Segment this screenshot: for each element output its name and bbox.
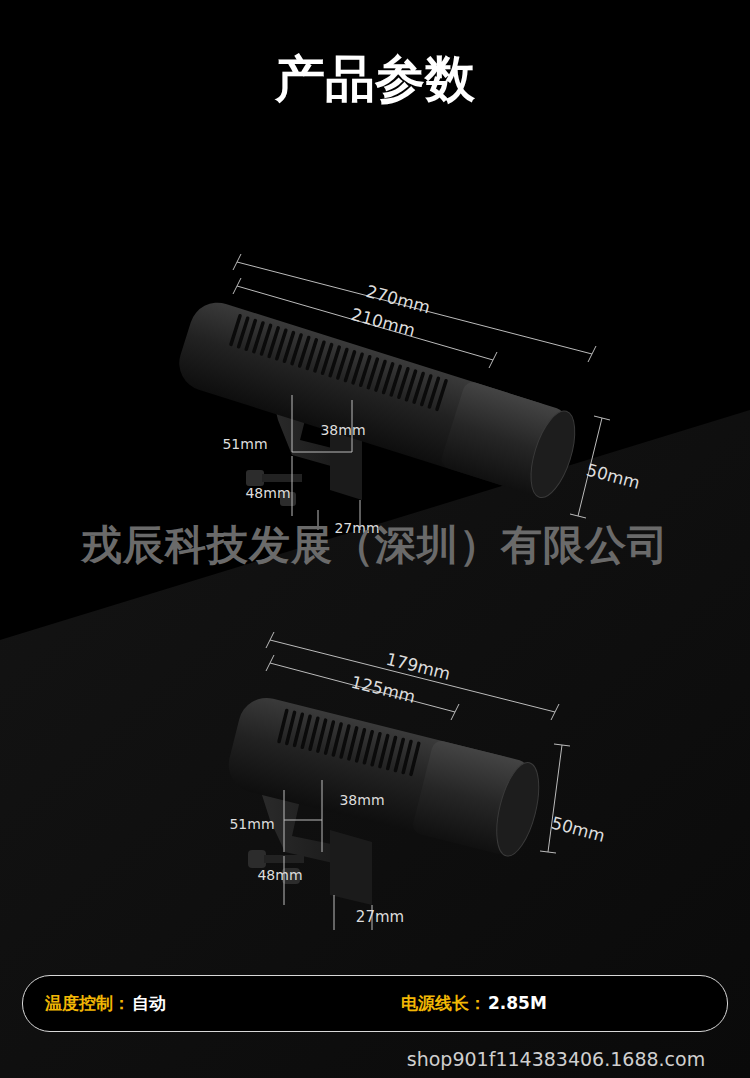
dimension-label: 48mm bbox=[245, 485, 290, 501]
heater-body bbox=[172, 296, 583, 503]
info-text: 电源线长： bbox=[401, 994, 486, 1014]
dimension-label: 51mm bbox=[229, 816, 274, 832]
info-bar: 温度控制：自动 电源线长：2.85M bbox=[22, 975, 728, 1032]
dimension-lines bbox=[266, 632, 570, 930]
title: 产品参数 bbox=[275, 51, 475, 109]
dimension-label: 27mm bbox=[356, 909, 404, 926]
info-text: 2.85M bbox=[488, 994, 547, 1014]
info-text: 自动 bbox=[132, 994, 166, 1014]
dimension-label: 38mm bbox=[320, 422, 365, 438]
background-band bbox=[0, 410, 750, 1078]
dimension-label: 48mm bbox=[257, 867, 302, 883]
dimension-lines bbox=[233, 254, 610, 530]
heater-body bbox=[223, 692, 547, 860]
dimension-label: 38mm bbox=[339, 792, 384, 808]
shop-url: shop901f114383406.1688.com bbox=[407, 1049, 705, 1071]
watermark: 戎辰科技发展（深圳）有限公司 bbox=[81, 522, 669, 569]
info-text: 温度控制： bbox=[45, 994, 130, 1014]
dimension-label: 51mm bbox=[222, 436, 267, 452]
